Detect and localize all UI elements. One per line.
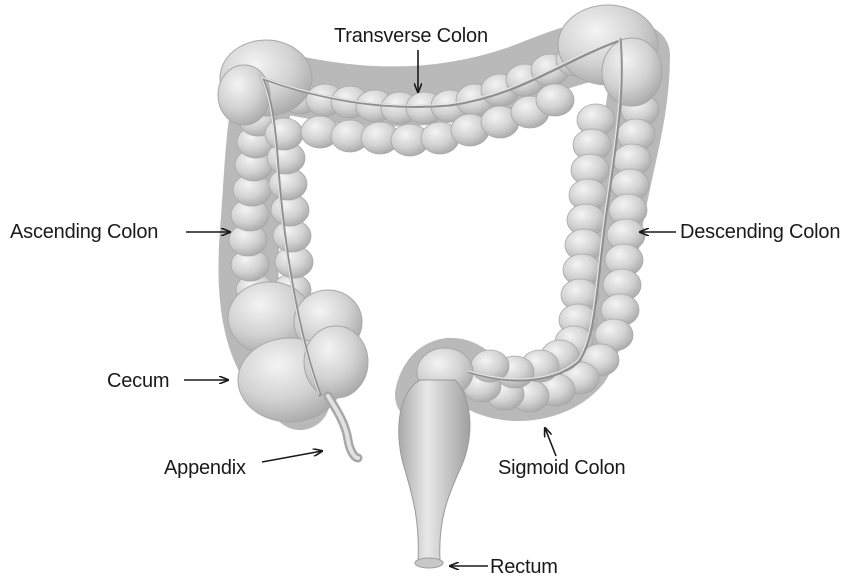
label-descending-colon: Descending Colon — [680, 222, 840, 242]
label-sigmoid-colon: Sigmoid Colon — [498, 458, 625, 478]
appendix-arrow — [262, 451, 322, 462]
rectum-shape — [399, 380, 470, 568]
label-transverse-colon: Transverse Colon — [334, 26, 488, 46]
haustrum — [536, 84, 574, 116]
label-appendix: Appendix — [164, 458, 246, 478]
label-rectum: Rectum — [490, 557, 558, 577]
label-cecum: Cecum — [107, 371, 169, 391]
haustrum — [265, 118, 303, 150]
sigmoid-arrow — [545, 428, 556, 456]
label-ascending-colon: Ascending Colon — [10, 222, 158, 242]
